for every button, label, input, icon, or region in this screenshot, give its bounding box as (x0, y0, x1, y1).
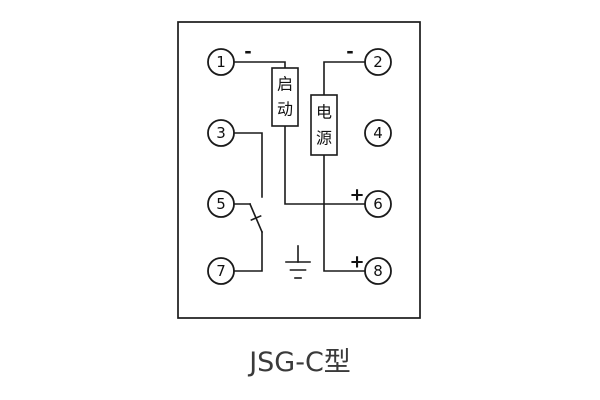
terminal-2: 2 (364, 48, 392, 76)
terminal-7-circle (207, 257, 235, 285)
power-box-char-2: 源 (316, 129, 332, 148)
wire-power-box-to-terminal8 (323, 154, 366, 272)
power-component: 电 源 (310, 94, 338, 156)
start-box-char-2: 动 (277, 100, 293, 119)
terminal-3: 3 (207, 119, 235, 147)
terminal-6-number: 6 (373, 195, 383, 213)
terminal-2-circle (364, 48, 392, 76)
wire-terminal7-to-contact (233, 231, 263, 272)
terminal-8-number: 8 (373, 262, 383, 280)
wire-start-box-to-terminal6 (284, 125, 366, 205)
terminal-1-number: 1 (216, 53, 226, 71)
start-component: 启 动 (271, 67, 299, 127)
switch-tick (250, 214, 262, 222)
terminal-4-circle (364, 119, 392, 147)
polarity-minus-terminal-1: - (244, 42, 251, 63)
terminal-1-circle (207, 48, 235, 76)
terminal-4-number: 4 (373, 124, 383, 142)
terminal-5-circle (207, 190, 235, 218)
terminal-3-number: 3 (216, 124, 226, 142)
power-box-char-1: 电 (316, 103, 332, 122)
start-box-char-1: 启 (277, 75, 293, 94)
terminal-5-number: 5 (216, 195, 226, 213)
start-component-box (271, 67, 299, 127)
terminal-3-circle (207, 119, 235, 147)
terminal-5: 5 (207, 190, 235, 218)
polarity-minus-terminal-2: - (346, 42, 353, 63)
terminal-8: 8 (364, 257, 392, 285)
ground-icon (285, 245, 311, 279)
terminal-4: 4 (364, 119, 392, 147)
terminal-7-number: 7 (216, 262, 226, 280)
terminal-2-number: 2 (373, 53, 383, 71)
terminal-6: 6 (364, 190, 392, 218)
caption: JSG-C型 (247, 347, 351, 378)
terminal-8-circle (364, 257, 392, 285)
polarity-plus-terminal-6: + (349, 185, 364, 206)
switch-contact-icon (248, 202, 264, 234)
relay-case-outline (177, 21, 421, 319)
terminal-1: 1 (207, 48, 235, 76)
wire-terminal3-to-contact (233, 132, 263, 198)
wire-terminal2-to-power-box (323, 61, 366, 96)
wire-terminal1-to-start-box (233, 61, 286, 69)
power-component-box (310, 94, 338, 156)
terminal-7: 7 (207, 257, 235, 285)
polarity-plus-terminal-8: + (349, 252, 364, 273)
terminal-6-circle (364, 190, 392, 218)
